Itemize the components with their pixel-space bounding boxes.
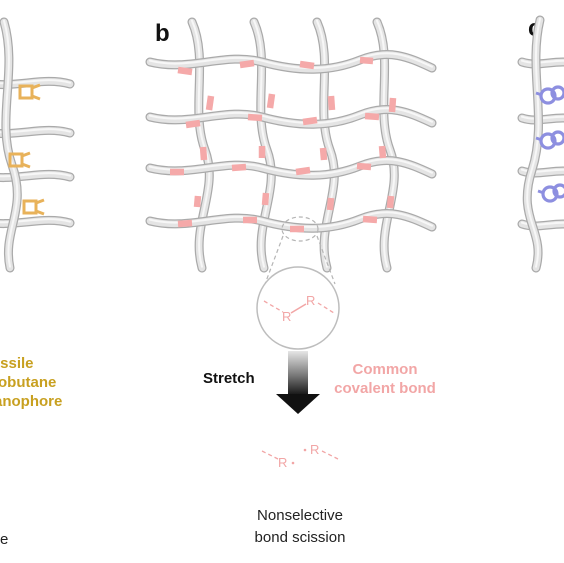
horizontal-strand: [0, 125, 75, 139]
zoom-callout: R R: [256, 216, 340, 350]
horizontal-strand: [517, 166, 564, 178]
covalent-bond-segment: [299, 60, 315, 70]
result-label-line-1: Nonselective: [257, 507, 343, 524]
fragment-r-right: R: [310, 442, 319, 457]
zoom-source-ellipse: [281, 216, 319, 242]
result-label-line-2: bond scission: [255, 529, 346, 546]
stretch-label: Stretch: [203, 370, 255, 387]
vertical-strand: [0, 17, 22, 273]
common-bond-label-line-1: Common: [353, 361, 418, 378]
panel-b-covalent-bonds: [170, 56, 397, 233]
horizontal-strand: [0, 76, 75, 90]
covalent-bond-segment: [261, 192, 270, 206]
panel-a-label-line-2: obutane: [0, 374, 56, 391]
covalent-bond-segment: [177, 66, 193, 76]
panel-a: issile obutane anophore e: [0, 17, 75, 548]
covalent-bond-segment: [356, 162, 372, 171]
broken-bond-fragments: R R: [261, 442, 339, 470]
horizontal-strand: [517, 113, 564, 125]
covalent-bond-segment: [388, 97, 397, 113]
covalent-bond-segment: [193, 195, 202, 208]
horizontal-strand: [145, 209, 437, 233]
covalent-bond-segment: [386, 195, 395, 209]
stretch-arrow: [276, 351, 320, 414]
covalent-bond-segment: [319, 147, 328, 161]
zoom-line-left: [264, 235, 284, 285]
horizontal-strand: [517, 219, 564, 231]
panel-c: c: [517, 15, 564, 273]
covalent-bond-segment: [364, 112, 380, 121]
panel-a-label-line-1: issile: [0, 355, 34, 372]
atom-r-left: R: [282, 309, 291, 324]
covalent-bond-segment: [362, 215, 378, 224]
covalent-bond-segment: [378, 145, 387, 159]
panel-c-polymer-network: [517, 15, 564, 273]
panel-c-mechanophores: [535, 85, 564, 203]
covalent-bond-segment: [327, 95, 336, 111]
vertical-strand: [522, 15, 545, 273]
panel-a-polymer-network: [0, 17, 75, 273]
selective-mechanophore: [537, 183, 564, 203]
covalent-bond-segment: [266, 93, 276, 109]
covalent-bond-segment: [295, 166, 311, 176]
zoom-line-right: [316, 235, 336, 285]
panel-a-label-line-3: anophore: [0, 393, 62, 410]
fragment-r-left: R: [278, 455, 287, 470]
selective-mechanophore: [535, 85, 564, 105]
panel-b: b R R Stretch Common covalent bond: [145, 17, 437, 546]
panel-b-letter: b: [155, 20, 170, 47]
covalent-bond-segment: [177, 219, 193, 228]
covalent-bond-segment: [326, 197, 335, 211]
covalent-bond-segment: [205, 95, 215, 111]
cyclobutane-mechanophore: [22, 198, 45, 216]
panel-b-polymer-network: [145, 17, 437, 273]
horizontal-strand: [517, 57, 564, 69]
horizontal-strand: [0, 169, 75, 183]
covalent-bond-segment: [239, 59, 255, 69]
common-bond-label-line-2: covalent bond: [334, 380, 436, 397]
covalent-bond-segment: [247, 113, 263, 122]
covalent-bond-segment: [359, 56, 374, 65]
covalent-bond-segment: [231, 163, 247, 172]
cyclobutane-mechanophore: [8, 151, 31, 169]
panel-a-mechanophores: [8, 83, 45, 216]
cyclobutane-mechanophore: [18, 83, 41, 101]
panel-a-caption: e: [0, 531, 8, 548]
intact-bond-structure: R R: [263, 293, 335, 324]
horizontal-strand: [0, 215, 75, 229]
selective-mechanophore: [535, 130, 564, 150]
covalent-bond-segment: [185, 119, 201, 129]
atom-r-right: R: [306, 293, 315, 308]
covalent-bond-segment: [302, 116, 318, 126]
covalent-bond-segment: [199, 146, 208, 161]
horizontal-strand: [145, 50, 437, 74]
